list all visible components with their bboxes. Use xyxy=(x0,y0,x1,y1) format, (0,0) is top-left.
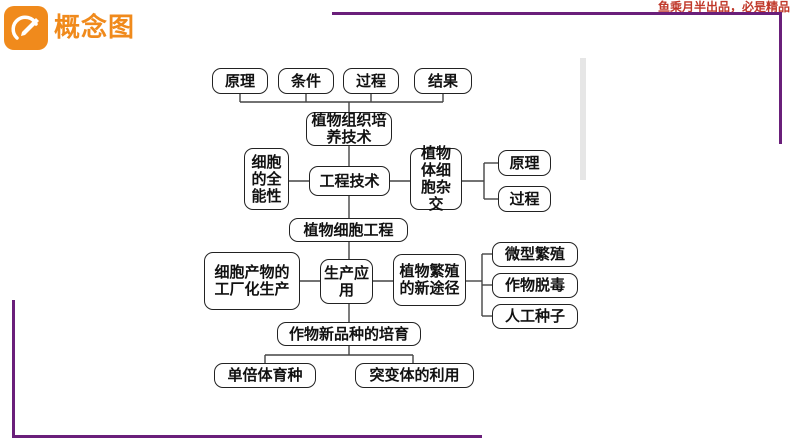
frame-bottom-line xyxy=(12,435,482,438)
cell-engineering-box: 植物细胞工程 xyxy=(289,218,408,242)
hybrid-item-principle: 原理 xyxy=(498,150,551,176)
hybridization-box: 植物体细胞杂交 xyxy=(410,145,462,213)
engineering-box: 工程技术 xyxy=(309,166,390,196)
breeding-box: 作物新品种的培育 xyxy=(277,322,421,346)
propagation-item-seed: 人工种子 xyxy=(492,304,578,329)
propagation-item-detox: 作物脱毒 xyxy=(492,273,578,298)
top-item-result: 结果 xyxy=(414,68,472,94)
top-item-condition: 条件 xyxy=(278,68,334,94)
propagation-box: 植物繁殖的新途径 xyxy=(393,254,466,306)
totipotency-box: 细胞的全能性 xyxy=(244,148,289,210)
tissue-culture-box: 植物组织培养技术 xyxy=(306,112,392,146)
diagram-shadow xyxy=(580,58,586,180)
page-title: 概念图 xyxy=(54,13,136,43)
breeding-item-mutant: 突变体的利用 xyxy=(355,363,474,388)
frame-top-line xyxy=(332,12,782,15)
breeding-item-haploid: 单倍体育种 xyxy=(214,363,316,388)
edit-check-icon xyxy=(11,15,39,40)
industrial-production-box: 细胞产物的工厂化生产 xyxy=(204,252,300,310)
frame-right-line xyxy=(779,12,782,144)
logo-badge xyxy=(4,6,48,50)
top-item-process: 过程 xyxy=(343,68,399,94)
hybrid-item-process: 过程 xyxy=(498,186,551,212)
propagation-item-micro: 微型繁殖 xyxy=(492,242,578,267)
top-item-principle: 原理 xyxy=(212,68,268,94)
frame-left-line xyxy=(12,300,15,438)
slogan: 鱼乘月半出品，必是精品 xyxy=(657,0,790,14)
application-box: 生产应用 xyxy=(320,259,373,304)
